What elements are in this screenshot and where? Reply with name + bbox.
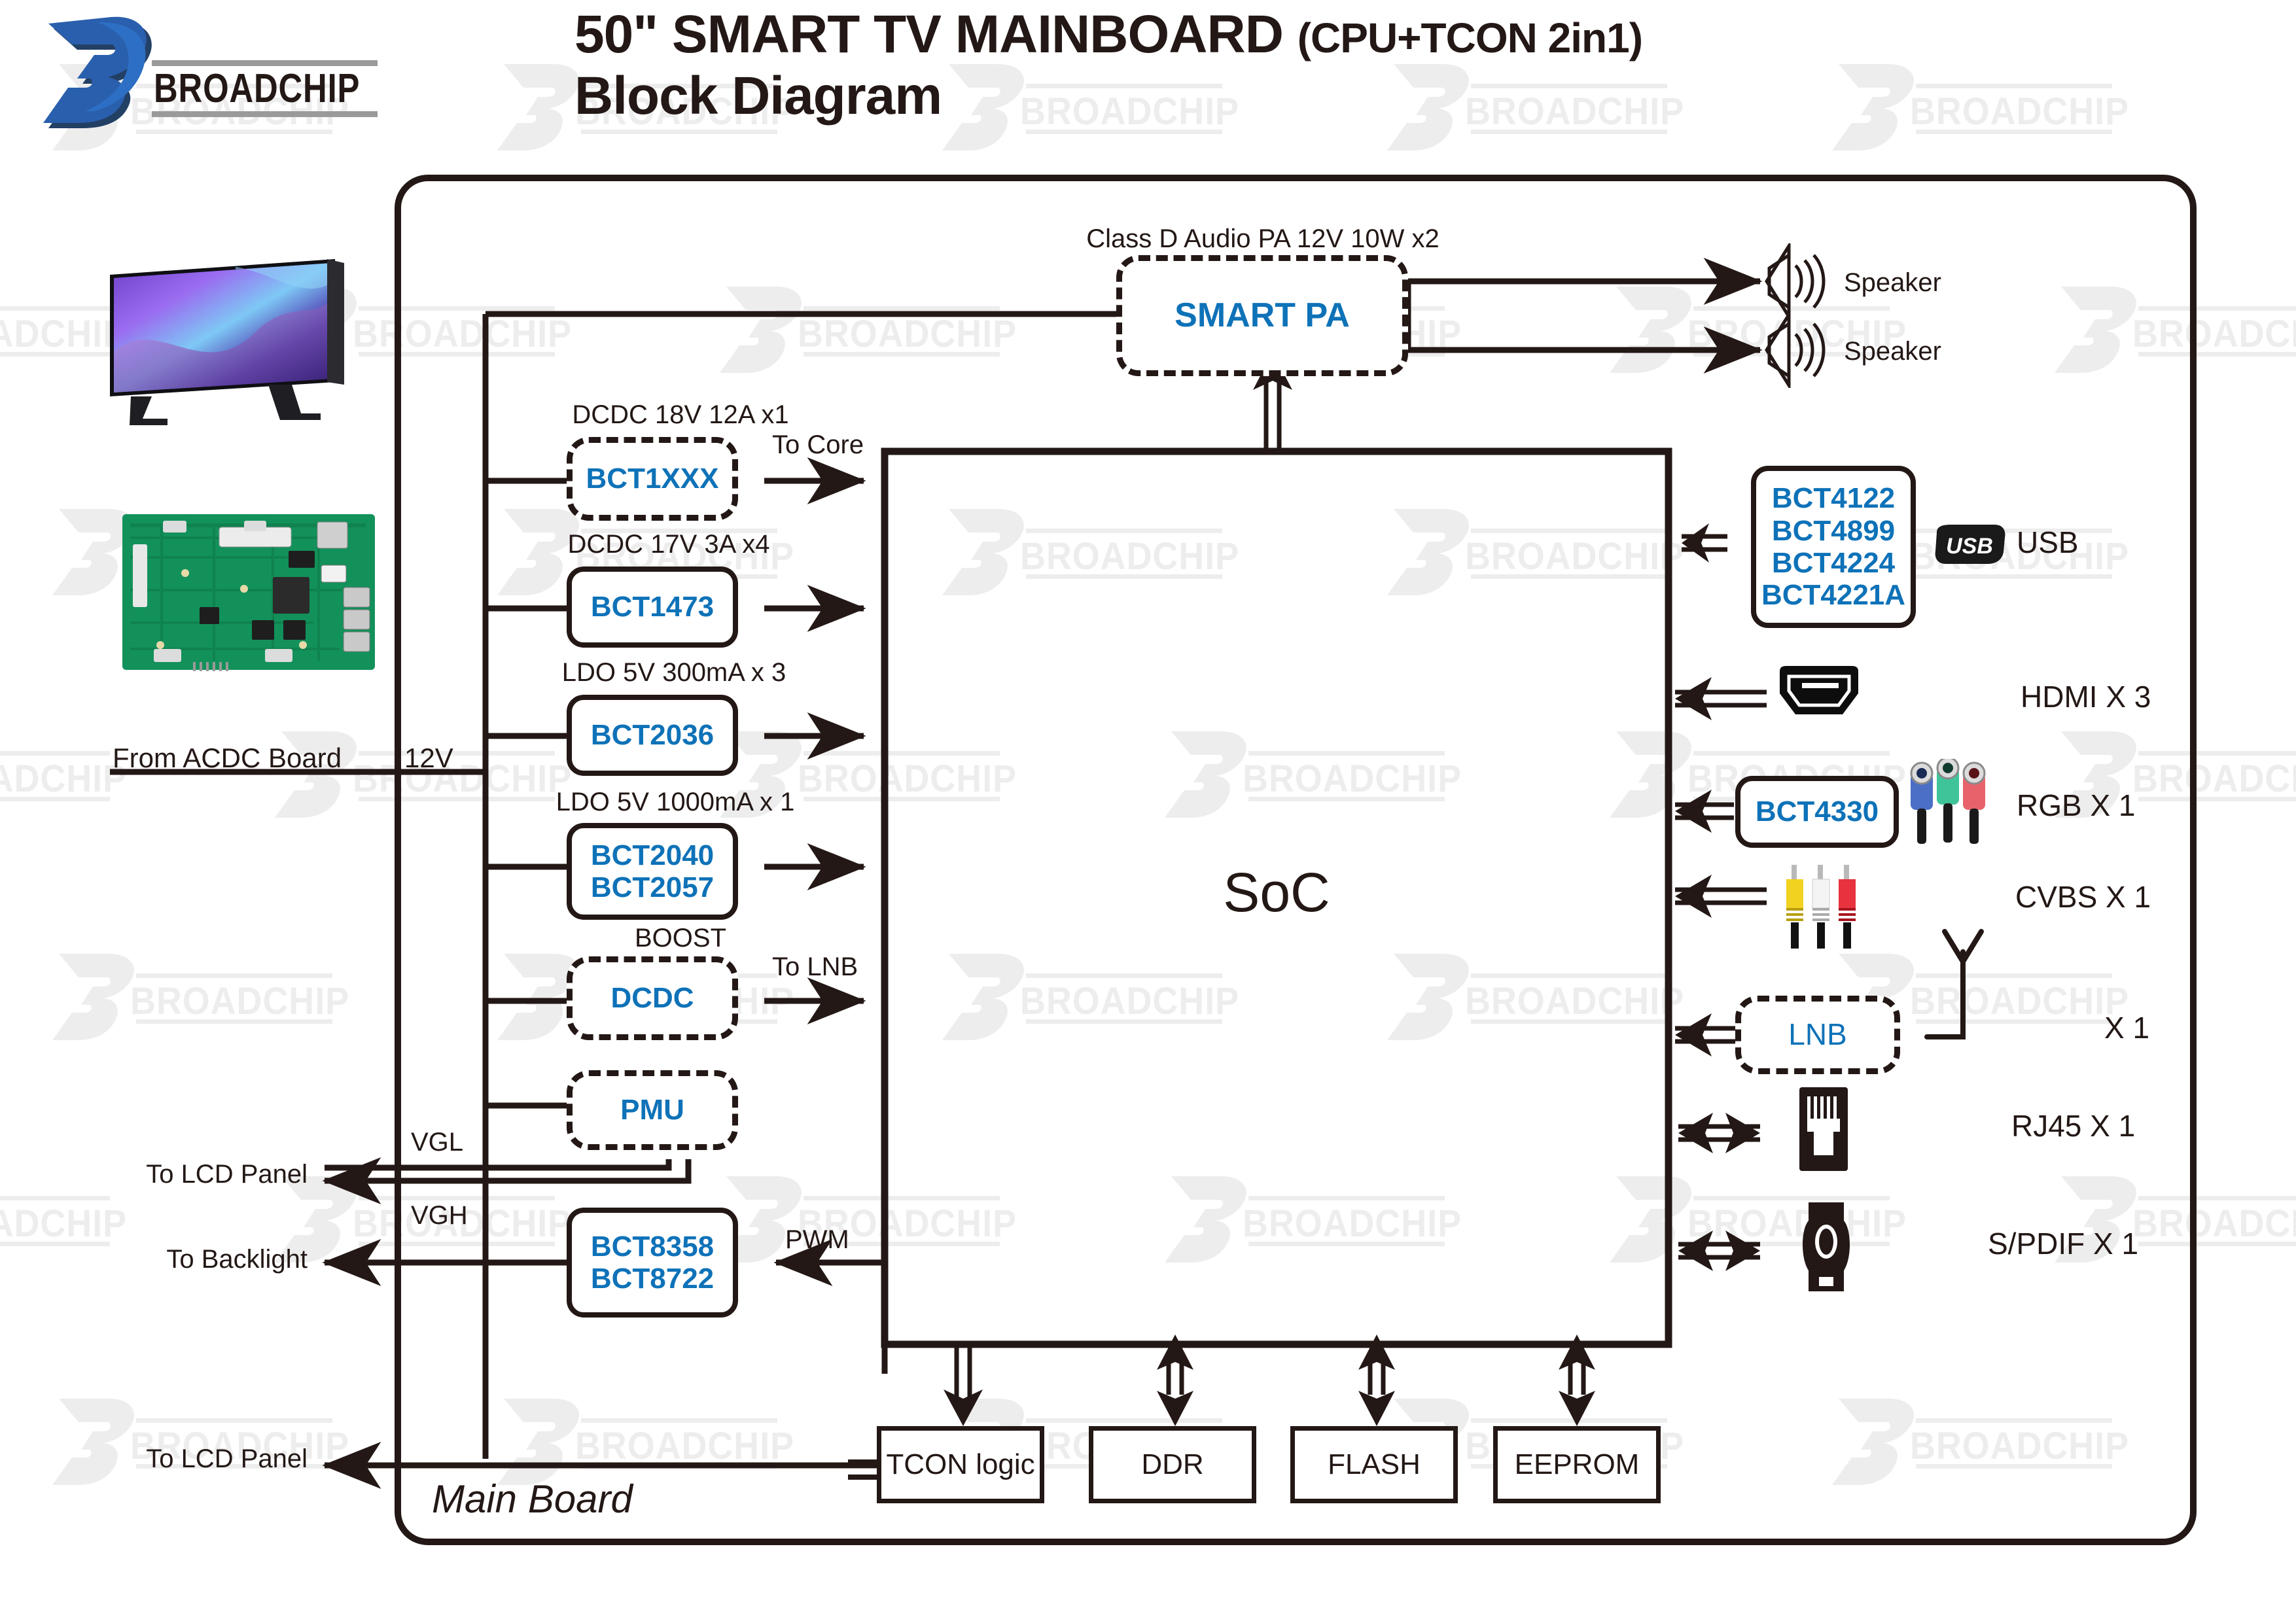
usb-chip-3-label: BCT4224 (1771, 547, 1896, 579)
brand-logo: BROADCHIP (39, 12, 378, 130)
smart-pa-block[interactable]: SMART PA (1116, 255, 1408, 376)
power-block-bct2036[interactable]: BCT2036 (567, 695, 738, 776)
power-block-dcdc-label: DCDC (610, 982, 694, 1015)
title-tail: Block Diagram (574, 66, 942, 126)
label-to-core: To Core (772, 430, 864, 459)
power-block-bct1xxx-label: BCT1XXX (586, 462, 719, 495)
power-block-bct2040-label: BCT2040 (590, 839, 715, 871)
svg-text:USB: USB (1946, 534, 1993, 559)
speaker-label-2: Speaker (1844, 337, 1941, 366)
spdif-icon (1795, 1198, 1857, 1297)
power-block-bct1473[interactable]: BCT1473 (567, 567, 738, 648)
label-to-backlight: To Backlight (166, 1245, 308, 1274)
usb-label: USB (2017, 525, 2079, 559)
rca-component-icon (1904, 756, 1993, 857)
usb-icon: USB (1932, 523, 2009, 565)
title-main: 50" SMART TV MAINBOARD (574, 5, 1284, 64)
ddr-label: DDR (1141, 1448, 1204, 1481)
rca-cvbs-icon (1784, 862, 1861, 950)
smart-pa-label: SMART PA (1174, 296, 1350, 335)
power-block-bct2040-2057[interactable]: BCT2040 BCT2057 (567, 823, 738, 920)
broadchip-b-icon (43, 16, 152, 128)
tcon-logic-label: TCON logic (886, 1448, 1035, 1481)
label-to-lnb: To LNB (772, 952, 858, 981)
caption-dcdc18v: DCDC 18V 12A x1 (572, 400, 789, 429)
rail-12v-label: 12V (404, 742, 453, 773)
label-vgh: VGH (411, 1201, 468, 1230)
usb-chip-4-label: BCT4221A (1761, 579, 1906, 612)
title-paren: (CPU+TCON 2in1) (1297, 14, 1643, 61)
speaker-icon-2 (1761, 309, 1840, 391)
main-board-caption: Main Board (432, 1477, 633, 1521)
logo-rule-top (152, 60, 378, 66)
mainboard-pcb-image (121, 510, 376, 674)
usb-chip-2-label: BCT4899 (1771, 514, 1896, 547)
eeprom-label: EEPROM (1514, 1448, 1640, 1481)
backlight-bct8358-label: BCT8358 (590, 1230, 715, 1263)
power-block-bct1xxx[interactable]: BCT1XXX (567, 437, 738, 521)
label-to-lcd-panel-bottom: To LCD Panel (146, 1444, 308, 1473)
rgb-label: RGB X 1 (2017, 788, 2136, 822)
logo-wordmark: BROADCHIP (154, 66, 361, 111)
caption-ldo1000: LDO 5V 1000mA x 1 (556, 788, 795, 816)
label-to-lcd-panel-top: To LCD Panel (146, 1160, 308, 1189)
tcon-logic-block[interactable]: TCON logic (877, 1426, 1044, 1503)
speaker-icon-1 (1761, 240, 1840, 323)
rgb-chip-label: BCT4330 (1755, 795, 1879, 828)
hdmi-label: HDMI X 3 (2021, 680, 2151, 714)
usb-phy-chip-block[interactable]: BCT4122 BCT4899 BCT4224 BCT4221A (1751, 466, 1916, 628)
rj45-icon (1797, 1085, 1850, 1174)
flash-block[interactable]: FLASH (1290, 1426, 1458, 1503)
power-block-dcdc-boost[interactable]: DCDC (567, 956, 738, 1040)
page-title: 50" SMART TV MAINBOARD (CPU+TCON 2in1) B… (574, 4, 1722, 127)
eeprom-block[interactable]: EEPROM (1493, 1426, 1661, 1503)
power-block-bct2057-label: BCT2057 (590, 871, 715, 903)
power-block-bct2036-label: BCT2036 (590, 719, 715, 752)
lnb-label: LNB (1788, 1017, 1847, 1052)
rgb-chip-block[interactable]: BCT4330 (1735, 776, 1899, 848)
ddr-block[interactable]: DDR (1089, 1426, 1256, 1503)
power-block-pmu-label: PMU (620, 1094, 684, 1126)
cvbs-label: CVBS X 1 (2015, 880, 2151, 914)
backlight-driver-block[interactable]: BCT8358 BCT8722 (567, 1208, 738, 1318)
power-block-bct1473-label: BCT1473 (590, 591, 715, 623)
antenna-count-label: X 1 (2104, 1011, 2150, 1045)
logo-rule-bottom (152, 111, 378, 117)
usb-chip-1-label: BCT4122 (1771, 482, 1896, 515)
label-vgl: VGL (411, 1128, 464, 1157)
speaker-label-1: Speaker (1844, 268, 1941, 297)
rj45-label: RJ45 X 1 (2011, 1109, 2136, 1143)
smart-tv-image (105, 254, 360, 444)
hdmi-icon (1775, 665, 1863, 720)
lnb-block[interactable]: LNB (1735, 996, 1900, 1074)
caption-dcdc17v: DCDC 17V 3A x4 (567, 530, 770, 559)
caption-class-d-audio-pa: Class D Audio PA 12V 10W x2 (1086, 224, 1439, 253)
label-pwm: PWM (785, 1225, 849, 1254)
spdif-label: S/PDIF X 1 (1988, 1227, 2139, 1261)
power-block-pmu[interactable]: PMU (567, 1070, 738, 1150)
caption-boost: BOOST (634, 924, 727, 952)
flash-label: FLASH (1328, 1448, 1421, 1481)
acdc-source-label: From ACDC Board (113, 742, 342, 773)
caption-ldo300: LDO 5V 300mA x 3 (561, 658, 786, 687)
soc-label: SoC (1223, 862, 1330, 923)
backlight-bct8722-label: BCT8722 (590, 1263, 715, 1295)
